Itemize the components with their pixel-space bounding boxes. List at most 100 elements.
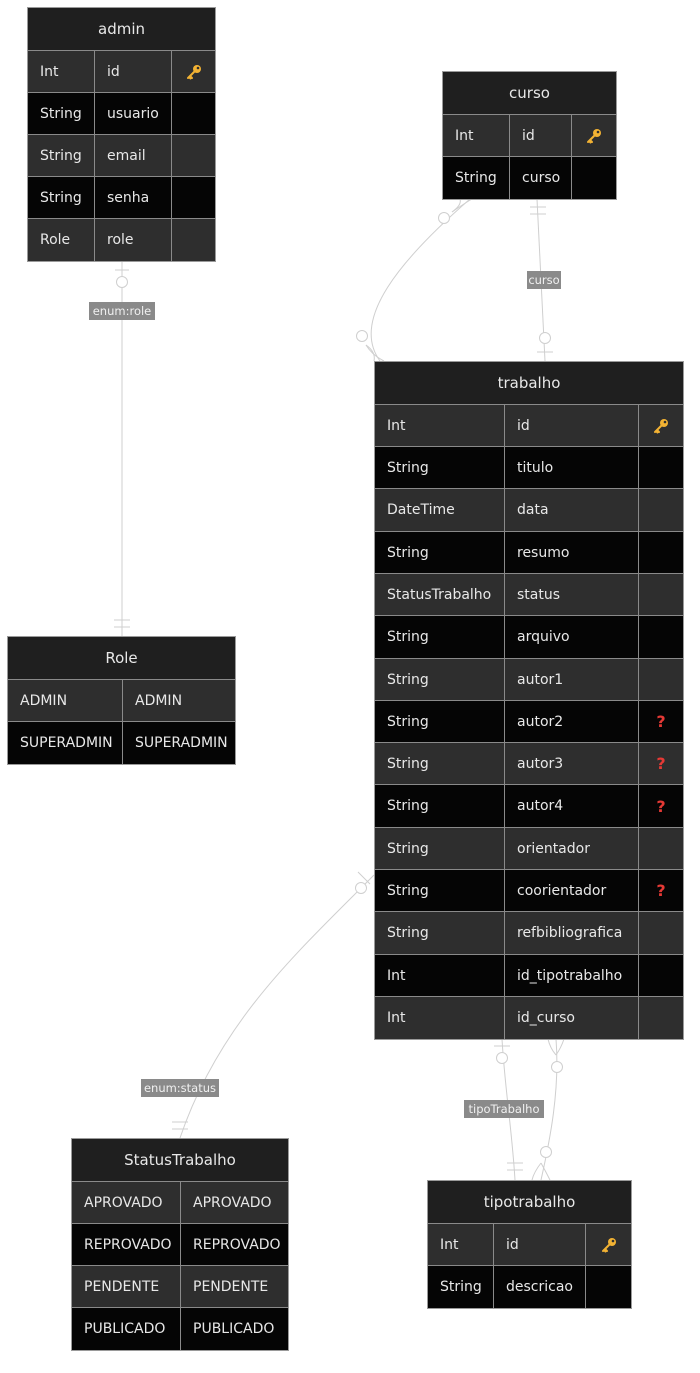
enum-row[interactable]: REPROVADO REPROVADO — [72, 1224, 288, 1266]
enum-value: ADMIN — [20, 692, 68, 709]
attribute-name: autor2 — [504, 701, 638, 742]
attribute-name: coorientador — [504, 870, 638, 911]
attribute-row[interactable]: Int id_curso — [375, 997, 683, 1039]
enum-row[interactable]: PENDENTE PENDENTE — [72, 1266, 288, 1308]
attribute-row[interactable]: Int id — [28, 51, 215, 93]
enum-row[interactable]: PUBLICADO PUBLICADO — [72, 1308, 288, 1350]
attribute-row[interactable]: String autor4? — [375, 785, 683, 828]
primary-key-icon — [571, 115, 616, 156]
attribute-type: Int — [40, 63, 59, 80]
attribute-row[interactable]: String email — [28, 135, 215, 177]
attribute-row[interactable]: StatusTrabalho status — [375, 574, 683, 616]
attribute-name: id_tipotrabalho — [504, 955, 638, 996]
attribute-row[interactable]: Role role — [28, 219, 215, 261]
enum-value: PENDENTE — [84, 1278, 160, 1295]
entity-title: tipotrabalho — [428, 1181, 631, 1224]
attribute-name: id — [493, 1224, 585, 1265]
entity-role[interactable]: Role ADMIN ADMIN SUPERADMIN SUPERADMIN — [7, 636, 236, 765]
enum-value: SUPERADMIN — [20, 735, 113, 751]
enum-value: SUPERADMIN — [122, 722, 235, 764]
attribute-type: String — [387, 925, 429, 941]
entity-title: Role — [8, 637, 235, 680]
attribute-row[interactable]: String curso — [443, 157, 616, 199]
attribute-name: role — [94, 219, 171, 261]
entity-curso[interactable]: curso Int id String curso — [442, 71, 617, 200]
attribute-name: id — [94, 51, 171, 92]
relationship-label-status: enum:status — [144, 1081, 216, 1095]
attribute-name: autor4 — [504, 785, 638, 827]
entity-title: admin — [28, 8, 215, 51]
attribute-row[interactable]: String senha — [28, 177, 215, 219]
attribute-type: Int — [387, 1010, 406, 1026]
attribute-type: Int — [387, 417, 406, 434]
attribute-type: String — [387, 798, 429, 814]
relationship-curso-trabalho-many — [356, 198, 473, 362]
attribute-type: StatusTrabalho — [387, 586, 492, 603]
attribute-key — [585, 1266, 631, 1308]
attribute-name: id_curso — [504, 997, 638, 1039]
primary-key-icon — [585, 1224, 631, 1265]
relationship-admin-role: enum:role — [89, 262, 155, 636]
attribute-type: Int — [440, 1236, 459, 1253]
attribute-row[interactable]: Int id — [428, 1224, 631, 1266]
attribute-key — [638, 955, 683, 996]
attribute-name: autor3 — [504, 743, 638, 784]
attribute-type: Role — [40, 232, 71, 248]
attribute-name: usuario — [94, 93, 171, 134]
enum-row[interactable]: SUPERADMIN SUPERADMIN — [8, 722, 235, 764]
attribute-row[interactable]: Int id — [443, 115, 616, 157]
attribute-name: autor1 — [504, 659, 638, 700]
entity-status-trabalho[interactable]: StatusTrabalho APROVADO APROVADO REPROVA… — [71, 1138, 289, 1351]
attribute-name: orientador — [504, 828, 638, 869]
enum-value: APROVADO — [180, 1182, 288, 1223]
enum-row[interactable]: ADMIN ADMIN — [8, 680, 235, 722]
enum-value: REPROVADO — [180, 1224, 288, 1265]
attribute-type: String — [387, 629, 429, 645]
attribute-key — [171, 135, 215, 176]
attribute-key — [638, 616, 683, 658]
attribute-type: String — [40, 147, 82, 164]
attribute-key — [638, 532, 683, 573]
attribute-type: String — [387, 671, 429, 688]
attribute-name: curso — [509, 157, 571, 199]
enum-value: PENDENTE — [180, 1266, 288, 1307]
attribute-name: data — [504, 489, 638, 531]
attribute-key — [638, 447, 683, 488]
enum-value: PUBLICADO — [84, 1321, 166, 1337]
attribute-row[interactable]: String orientador — [375, 828, 683, 870]
question-mark-icon: ? — [656, 712, 666, 731]
relationship-trabalho-tipotrabalho: tipoTrabalho — [464, 1038, 544, 1181]
nullable-icon: ? — [638, 785, 683, 827]
enum-row[interactable]: APROVADO APROVADO — [72, 1182, 288, 1224]
attribute-type: String — [455, 170, 497, 186]
attribute-name: status — [504, 574, 638, 615]
attribute-type: String — [387, 544, 429, 561]
enum-value: ADMIN — [122, 680, 235, 721]
attribute-type: String — [40, 189, 82, 206]
attribute-row[interactable]: String autor1 — [375, 659, 683, 701]
entity-title: StatusTrabalho — [72, 1139, 288, 1182]
attribute-row[interactable]: String usuario — [28, 93, 215, 135]
relationship-curso-trabalho: curso — [527, 198, 561, 362]
attribute-row[interactable]: String descricao — [428, 1266, 631, 1308]
attribute-key — [638, 489, 683, 531]
attribute-key — [638, 659, 683, 700]
entity-tipotrabalho[interactable]: tipotrabalho Int id String descricao — [427, 1180, 632, 1309]
entity-admin[interactable]: admin Int id String usuario String email… — [27, 7, 216, 262]
relationship-trabalho-status: enum:status — [141, 871, 375, 1139]
primary-key-icon — [171, 51, 215, 92]
attribute-name: id — [509, 115, 571, 156]
attribute-type: String — [387, 840, 429, 857]
relationship-trabalho-tipotrabalho-many — [531, 1038, 565, 1181]
